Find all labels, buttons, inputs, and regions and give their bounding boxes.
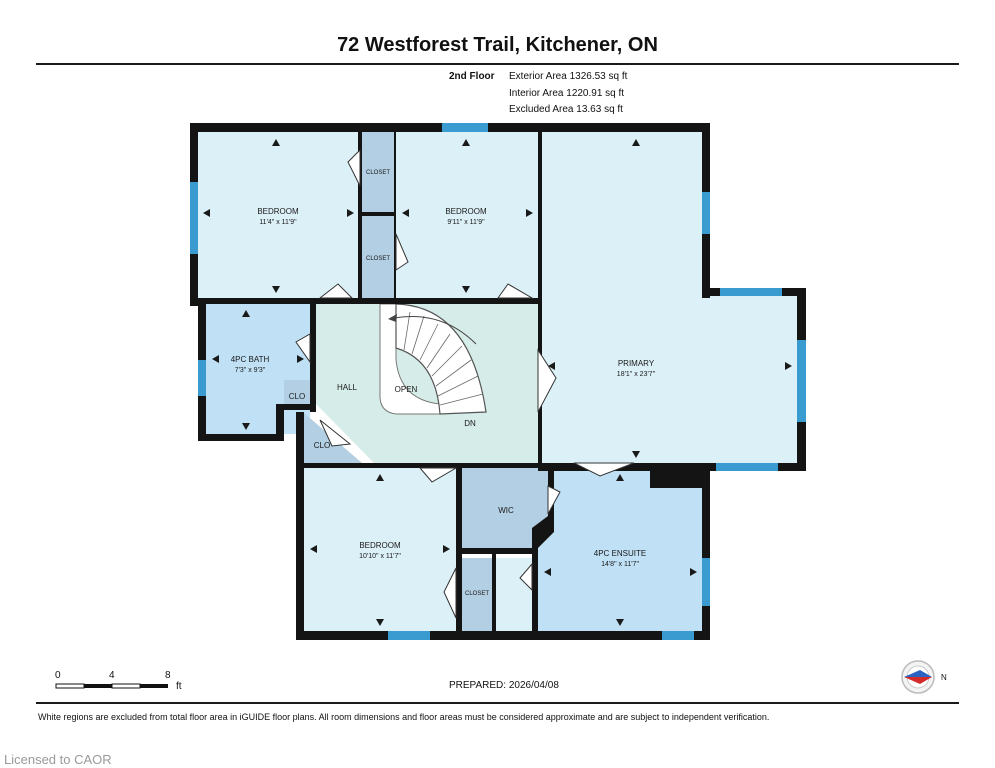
prepared-date: PREPARED: 2026/04/08 xyxy=(449,680,559,691)
bedroom-2-dims: 9'11" x 11'9" xyxy=(447,219,485,226)
windows xyxy=(190,123,806,640)
closet-2-label: CLOSET xyxy=(366,256,390,262)
primary-dims: 18'1" x 23'7" xyxy=(617,371,656,378)
excluded-area: Excluded Area 13.63 sq ft xyxy=(509,104,623,115)
scale-tick-0: 0 xyxy=(55,670,61,681)
compass-icon xyxy=(901,660,935,694)
down-label: DN xyxy=(464,419,476,428)
wic-label: WIC xyxy=(498,506,514,515)
closet-3-area xyxy=(462,558,492,631)
dimension-arrows xyxy=(203,139,792,626)
ensuite-area xyxy=(538,468,702,631)
header-divider xyxy=(36,63,959,65)
closet-2-area xyxy=(362,216,394,300)
wic-corner-wall xyxy=(532,516,554,548)
stair-direction-arrow xyxy=(393,315,477,345)
interior-area: Interior Area 1220.91 sq ft xyxy=(509,88,625,99)
page-title: 72 Westforest Trail, Kitchener, ON xyxy=(337,34,658,56)
disclaimer: White regions are excluded from total fl… xyxy=(38,712,770,722)
bedroom-1-dims: 11'4" x 11'9" xyxy=(259,219,297,226)
bath-area xyxy=(206,304,310,434)
bedroom-3-label: BEDROOM xyxy=(359,541,401,550)
doors xyxy=(295,148,635,619)
open-label: OPEN xyxy=(395,385,418,394)
scale-tick-8: 8 xyxy=(165,670,171,681)
bedroom-1-label: BEDROOM xyxy=(257,207,299,216)
stair-arrow-head-icon xyxy=(388,314,397,322)
floor-label: 2nd Floor xyxy=(449,71,495,82)
compass-north-label: N xyxy=(941,673,947,682)
hall-closet-label: CLO xyxy=(314,441,330,450)
bedroom-3-area xyxy=(304,468,456,631)
bedroom-2-area xyxy=(396,132,538,300)
bath-closet-area xyxy=(284,380,310,408)
exterior-area: Exterior Area 1326.53 sq ft xyxy=(509,71,628,82)
closet-3-label: CLOSET xyxy=(465,591,489,597)
ensuite-label: 4PC ENSUITE xyxy=(594,549,646,558)
scale-tick-4: 4 xyxy=(109,670,115,681)
closet-1-label: CLOSET xyxy=(366,170,390,176)
wic-area xyxy=(462,468,548,548)
bedroom-1-area xyxy=(198,132,360,300)
primary-label: PRIMARY xyxy=(618,359,655,368)
stair-treads xyxy=(403,311,484,406)
bath-label: 4PC BATH xyxy=(231,355,270,364)
license-watermark: Licensed to CAOR xyxy=(4,752,112,767)
bedroom-3-dims: 10'10" x 11'7" xyxy=(359,553,401,560)
hall-label: HALL xyxy=(337,383,358,392)
bath-dims: 7'3" x 9'3" xyxy=(235,367,266,374)
scale-bar xyxy=(55,683,168,689)
closet-1-area xyxy=(362,132,394,212)
bedroom-2-label: BEDROOM xyxy=(445,207,487,216)
scale-unit: ft xyxy=(176,681,182,692)
room-labels: BEDROOM 11'4" x 11'9" BEDROOM 9'11" x 11… xyxy=(231,170,656,597)
ensuite-nook-area xyxy=(496,558,532,631)
bath-closet-label: CLO xyxy=(289,392,305,401)
hall-area xyxy=(316,304,538,463)
primary-area xyxy=(542,132,797,463)
ensuite-dims: 14'8" x 11'7" xyxy=(601,561,639,568)
staircase xyxy=(395,303,487,415)
